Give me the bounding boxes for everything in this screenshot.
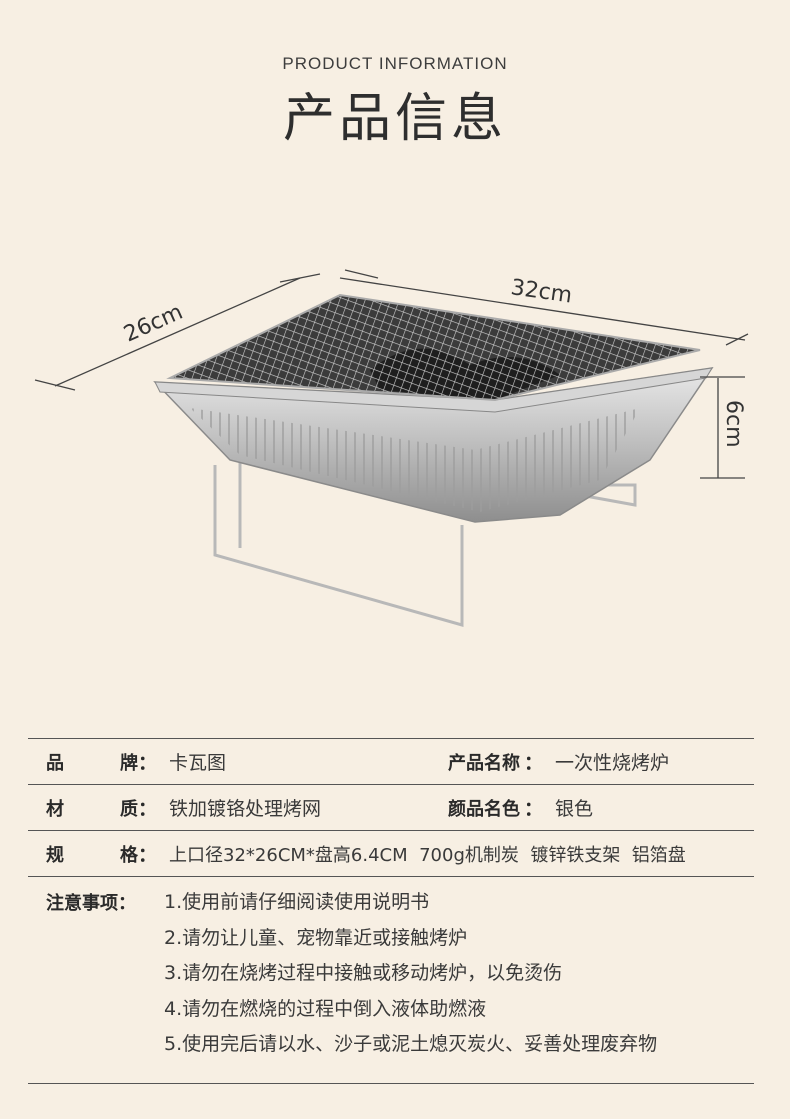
spec-table: 品 牌 ： 卡瓦图 产品名称 ： 一次性烧烤炉 材 质 ： 铁加镀铬处理烤网 颜品名… <box>28 738 754 1084</box>
grill-grate <box>166 293 701 402</box>
material-value: 铁加镀铬处理烤网 <box>169 798 322 820</box>
product-figure: 26cm 32cm 6cm <box>34 269 749 627</box>
header-title-cn: 产品信息 <box>282 89 507 149</box>
brand-colon: ： <box>138 752 158 774</box>
brand-value: 卡瓦图 <box>169 752 227 774</box>
size-colon: ： <box>138 844 158 866</box>
material-label-b: 质 <box>120 798 138 820</box>
size-value: 上口径32*26CM*盘高6.4CM 700g机制炭 镀锌铁支架 铝箔盘 <box>169 844 686 866</box>
spec-row-brand: 品 牌 ： 卡瓦图 产品名称 ： 一次性烧烤炉 <box>28 738 754 784</box>
product-name-label: 产品名称 <box>448 752 520 774</box>
color-label: 颜品名色 <box>448 798 520 820</box>
notes-item: 1.使用前请仔细阅读使用说明书 <box>164 891 430 913</box>
size-label-b: 格 <box>120 844 138 866</box>
color-value: 银色 <box>555 798 594 820</box>
dim-height-label: 6cm <box>721 400 746 448</box>
dim-length-label: 32cm <box>509 275 573 308</box>
product-name-colon: ： <box>524 752 544 774</box>
dim-width-label: 26cm <box>120 300 186 348</box>
brand-label-b: 牌 <box>120 752 138 774</box>
spec-row-material: 材 质 ： 铁加镀铬处理烤网 颜品名色 ： 银色 <box>28 784 754 830</box>
notes-list: 1.使用前请仔细阅读使用说明书 2.请勿让儿童、宠物靠近或接触烤炉 3.请勿在烧… <box>164 887 657 1065</box>
product-name-value: 一次性烧烤炉 <box>555 752 670 774</box>
header-title-en: PRODUCT INFORMATION <box>282 54 508 73</box>
size-label-a: 规 <box>46 844 64 866</box>
notes-item: 3.请勿在烧烤过程中接触或移动烤炉，以免烫伤 <box>164 962 563 984</box>
notes-item: 4.请勿在燃烧的过程中倒入液体助燃液 <box>164 997 487 1020</box>
foil-tray <box>153 367 714 523</box>
material-colon: ： <box>138 798 158 820</box>
spec-row-size: 规 格 ： 上口径32*26CM*盘高6.4CM 700g机制炭 镀锌铁支架 铝箔… <box>28 830 754 876</box>
notes-item: 5.使用完后请以水、沙子或泥土熄灭炭火、妥善处理废弃物 <box>164 1033 658 1055</box>
notes-label: 注意事项： <box>46 893 136 914</box>
brand-label-a: 品 <box>46 752 64 774</box>
stand-legs <box>213 460 637 627</box>
color-colon: ： <box>524 798 544 820</box>
notes-item: 2.请勿让儿童、宠物靠近或接触烤炉 <box>164 926 468 949</box>
dimension-lines <box>34 269 749 479</box>
material-label-a: 材 <box>46 798 64 820</box>
notes-section: 注意事项： 1.使用前请仔细阅读使用说明书 2.请勿让儿童、宠物靠近或接触烤炉 … <box>28 876 754 1084</box>
